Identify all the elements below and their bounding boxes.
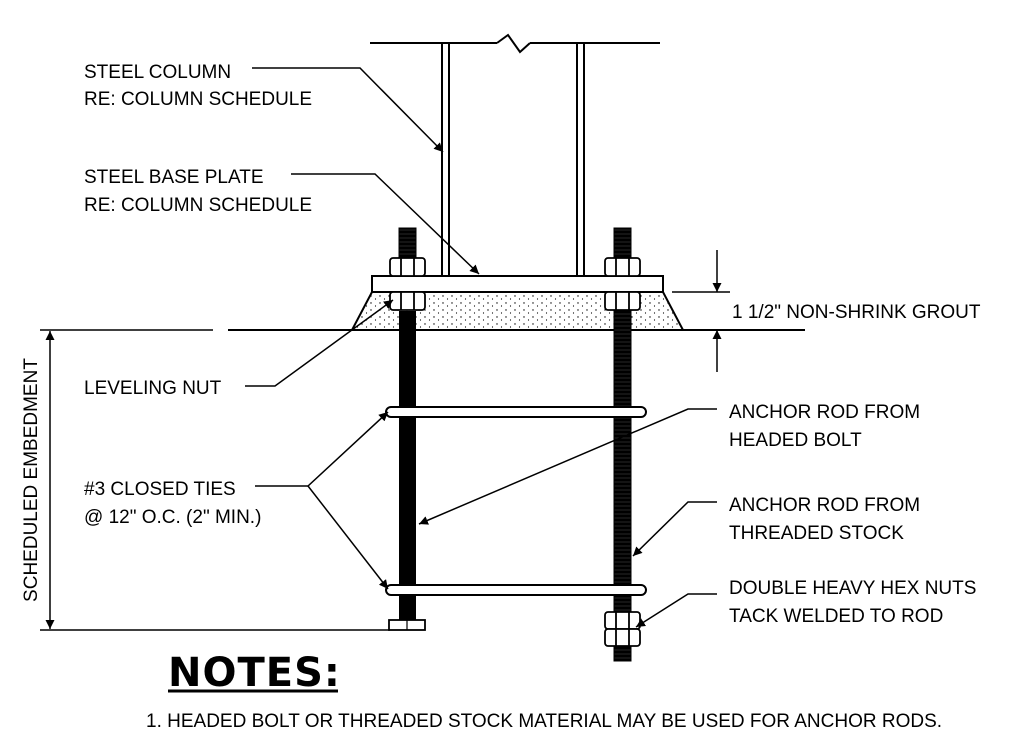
leveling-nut-right [604,291,641,311]
note-item-1: 1. HEADED BOLT OR THREADED STOCK MATERIA… [146,711,942,732]
label-leveling-nut: LEVELING NUT [84,378,222,399]
top-nut-right [604,257,641,277]
label-scheduled-embedment: SCHEDULED EMBEDMENT [21,358,42,602]
label-closed-ties: #3 CLOSED TIES [84,479,236,500]
leader-lines [245,67,717,628]
grade-lines [40,329,805,631]
label-hex-nuts: DOUBLE HEAVY HEX NUTS [729,578,976,599]
label-closed-ties-spacing: @ 12" O.C. (2" MIN.) [84,507,261,528]
label-anchor-threaded: ANCHOR ROD FROM [729,495,920,516]
label-base-plate: STEEL BASE PLATE [84,167,264,188]
label-steel-column: STEEL COLUMN [84,62,231,83]
label-hex-nuts-2: TACK WELDED TO ROD [729,606,943,627]
leveling-nut-left [389,291,426,311]
top-nut-left [389,257,426,277]
double-hex-nuts [604,611,641,647]
label-anchor-headed-2: HEADED BOLT [729,430,862,451]
label-steel-column-ref: RE: COLUMN SCHEDULE [84,89,312,110]
steel-base-plate [371,275,664,293]
label-anchor-headed: ANCHOR ROD FROM [729,402,920,423]
label-grout: 1 1/2" NON-SHRINK GROUT [732,302,981,323]
closed-ties [385,406,647,596]
steel-column [370,33,660,276]
label-anchor-threaded-2: THREADED STOCK [729,523,904,544]
label-base-plate-ref: RE: COLUMN SCHEDULE [84,195,312,216]
grout-dimension [672,250,730,372]
notes-title: NOTES: [168,650,341,696]
